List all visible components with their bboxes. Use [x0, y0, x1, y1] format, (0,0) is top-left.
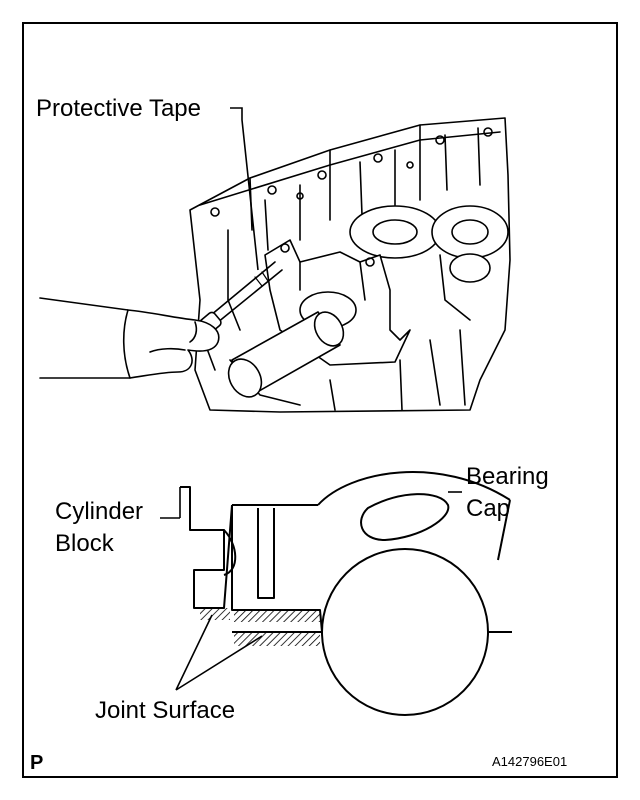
- joint-surface-hatch-upper: [234, 610, 320, 622]
- joint-surface-leader: [175, 614, 263, 691]
- engine-block-illustration: [39, 117, 511, 413]
- figure-frame: [22, 22, 618, 778]
- corner-letter: P: [30, 752, 44, 774]
- bearing-cap-label-line2: Cap: [466, 495, 511, 522]
- joint-surface-hatch-lower: [234, 632, 320, 646]
- bearing-cap-label-line1: Bearing: [466, 463, 549, 490]
- protective-tape-label: Protective Tape: [36, 95, 201, 122]
- joint-surface-hatch-left: [200, 608, 230, 620]
- joint-surface-label: Joint Surface: [95, 697, 236, 724]
- protective-tape-leader: [230, 107, 259, 271]
- figure-id: A142796E01: [492, 754, 568, 769]
- cylinder-block-label-line2: Block: [55, 530, 114, 557]
- cylinder-block-label-line1: Cylinder: [55, 498, 144, 525]
- joint-cross-section: [180, 471, 512, 716]
